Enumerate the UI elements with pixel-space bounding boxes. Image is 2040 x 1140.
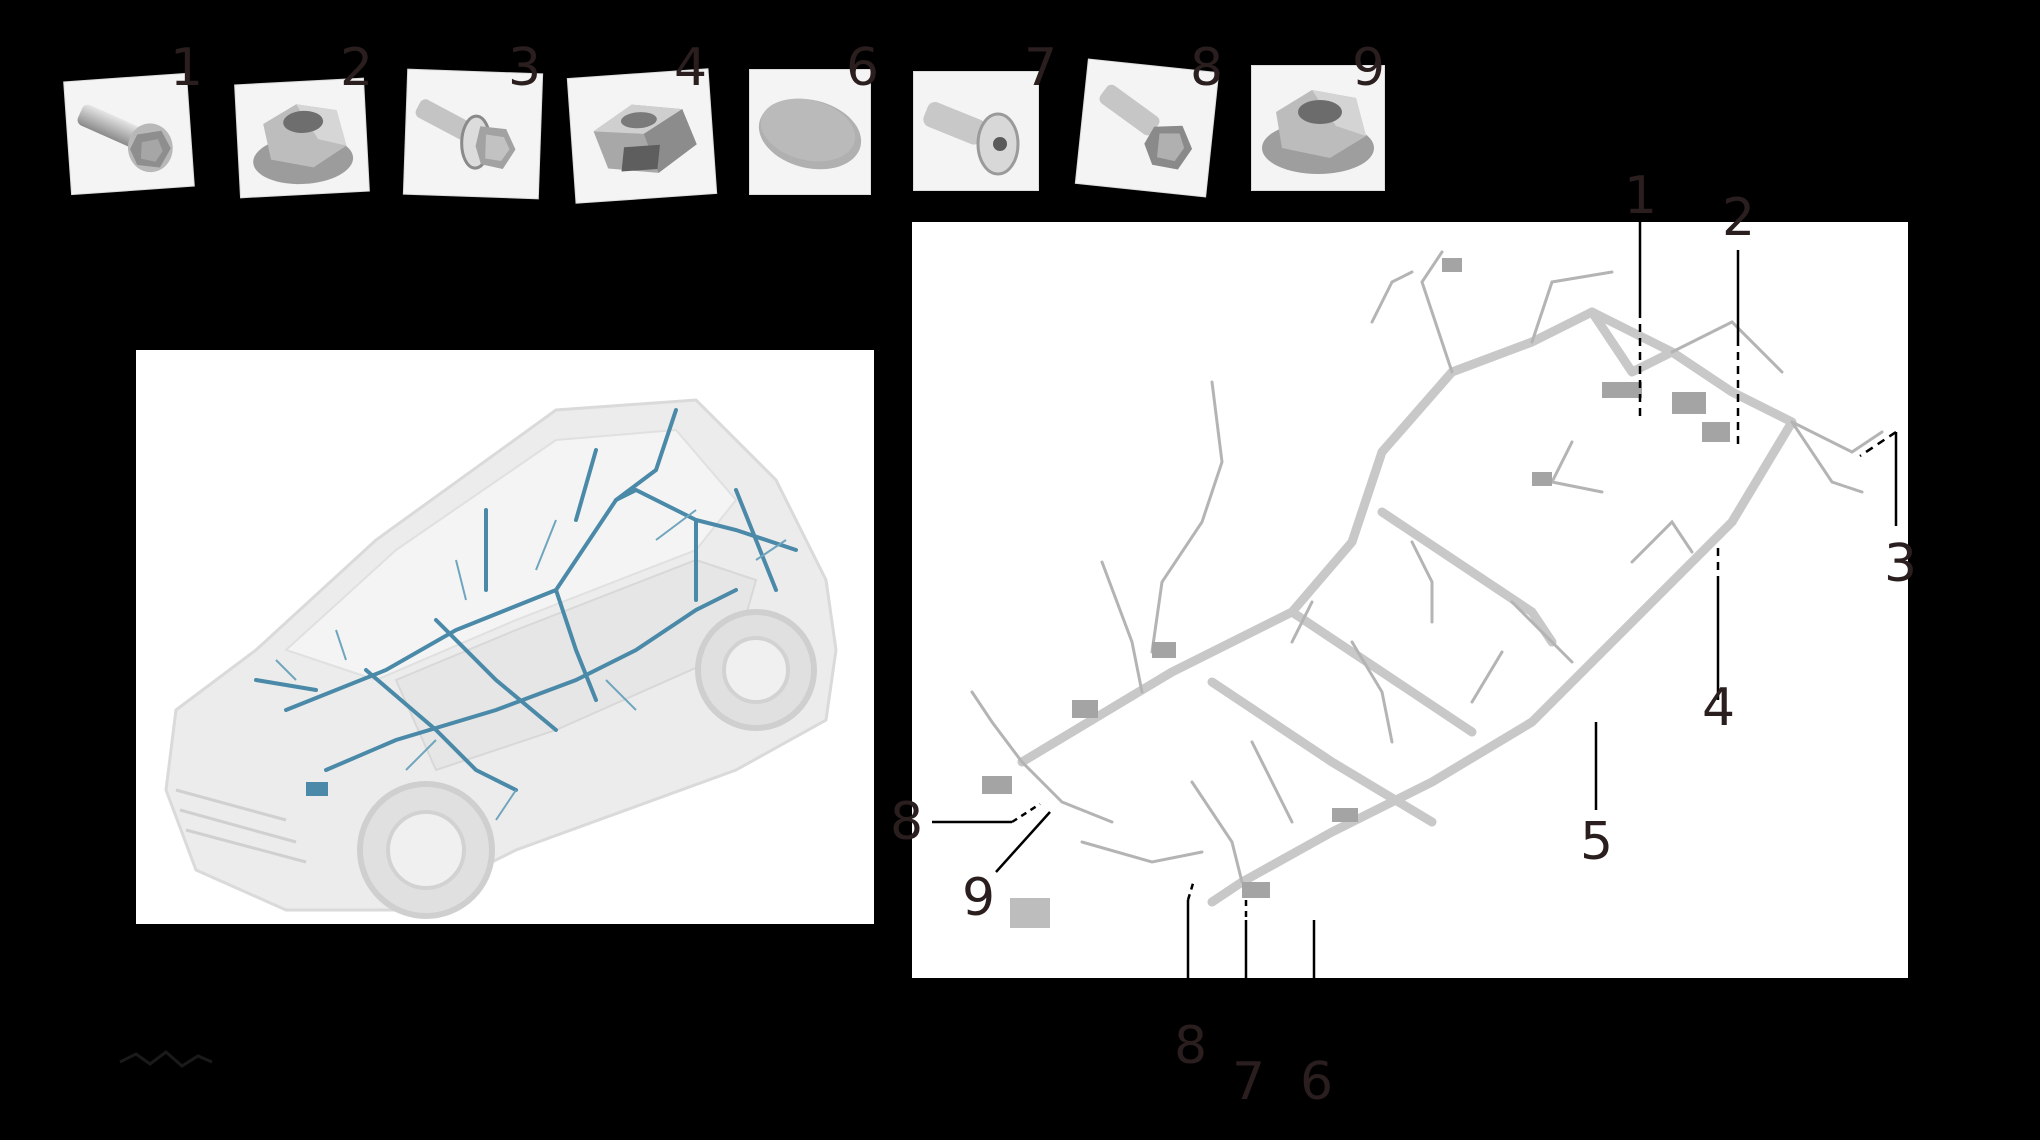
vehicle-overview-panel (136, 350, 874, 924)
wiring-harness-illustration (970, 250, 1884, 928)
suv-with-harness-illustration (164, 398, 838, 919)
callout-8-bottom: 8 (1174, 1016, 1208, 1076)
oval-pad-icon (758, 98, 862, 170)
callout-5: 5 (1580, 812, 1614, 872)
scribble-mark (119, 1050, 213, 1068)
hex-bolt-icon (1099, 84, 1193, 170)
callout-9: 9 (962, 868, 996, 928)
part-number-1: 1 (170, 38, 204, 98)
part-number-8: 8 (1190, 38, 1224, 98)
part-tile-9 (1252, 66, 1384, 190)
part-number-4: 4 (674, 38, 708, 98)
part-tile-3 (403, 69, 543, 199)
callout-7: 7 (1232, 1052, 1266, 1112)
flange-nut-icon (253, 104, 354, 185)
part-number-2: 2 (340, 38, 374, 98)
harness-exploded-panel (912, 222, 1908, 978)
part-number-6: 6 (846, 38, 880, 98)
part-tile-2 (235, 78, 369, 198)
push-rivet-icon (923, 102, 1020, 176)
part-tile-4 (567, 69, 717, 203)
callout-1: 1 (1624, 166, 1658, 226)
part-number-9: 9 (1352, 38, 1386, 98)
hex-nut-icon (593, 104, 697, 173)
stud-bolt-with-washer-icon (415, 99, 516, 170)
flange-nut-icon (1262, 90, 1374, 174)
callout-6: 6 (1300, 1052, 1334, 1112)
callout-2: 2 (1722, 188, 1756, 248)
flange-bolt-icon (77, 104, 173, 173)
part-number-3: 3 (508, 38, 542, 98)
part-tile-7 (914, 72, 1038, 190)
part-tile-6 (750, 70, 870, 194)
part-tile-8 (1075, 59, 1219, 197)
callout-4: 4 (1702, 678, 1736, 738)
callout-8-left: 8 (890, 792, 924, 852)
callout-3: 3 (1884, 534, 1918, 594)
part-tile-1 (64, 73, 194, 195)
part-number-7: 7 (1024, 38, 1058, 98)
